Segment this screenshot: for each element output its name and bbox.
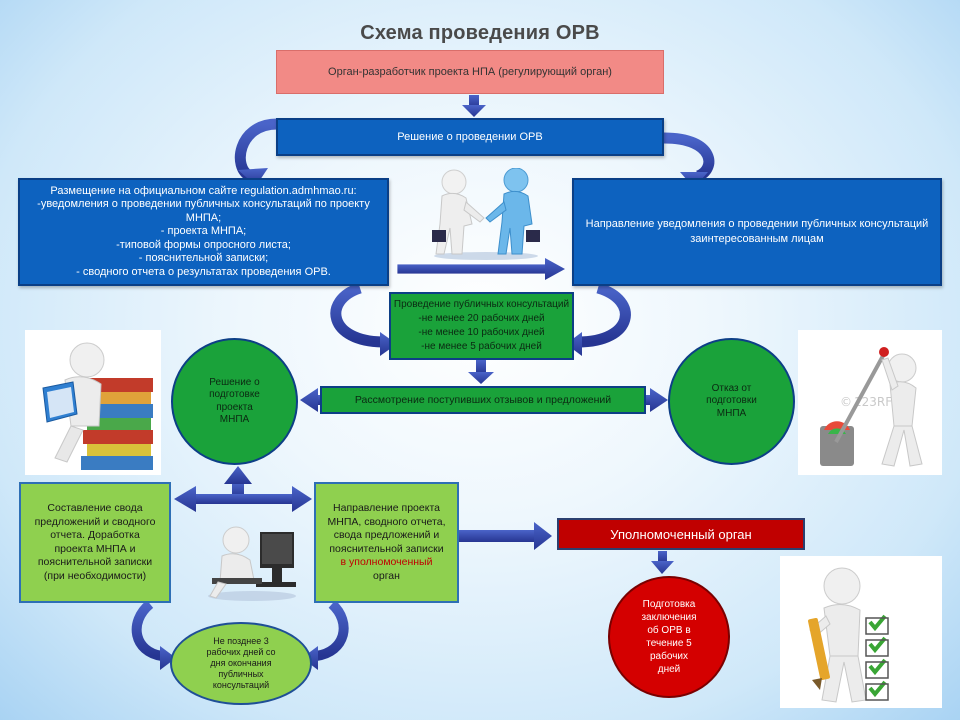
- placement-line: - проекта МНПА;: [160, 225, 247, 238]
- summary-line: пояснительной записки: [37, 556, 153, 568]
- send-line: Направление проекта: [333, 502, 440, 514]
- consultations-line: Проведение публичных консультаций: [393, 299, 570, 310]
- decision-box: Решение о проведении ОРВ: [276, 118, 664, 156]
- placement-line: - сводного отчета о результатах проведен…: [76, 265, 331, 278]
- curve-arrow-right-top: [663, 132, 715, 182]
- summary-line: Составление свода: [47, 502, 143, 514]
- computer-figure-image: [200, 516, 300, 602]
- curve-arrow-left-bottom: [131, 600, 164, 661]
- arrow-right-review: [646, 388, 668, 412]
- consultations-line: -не менее 20 рабочих дней: [418, 313, 545, 324]
- summary-line: (при необходимости): [43, 569, 147, 582]
- placement-line: - пояснительной записки;: [138, 252, 269, 265]
- send-line: свода предложений и: [333, 529, 440, 541]
- placement-line: -уведомления о проведении публичных конс…: [37, 198, 370, 224]
- authorized-box: Уполномоченный орган: [557, 518, 805, 550]
- arrow-down-authorized: [651, 551, 674, 574]
- refuse-line: МНПА: [716, 407, 747, 419]
- arrow-down-1: [462, 95, 486, 117]
- page-title: Схема проведения ОРВ: [360, 22, 600, 44]
- double-arrow-green-boxes: [174, 486, 312, 512]
- send-box: Направление проекта МНПА, сводного отчет…: [314, 482, 459, 603]
- watermark-label: 123RF: [854, 395, 892, 409]
- developer-box: Орган-разработчик проекта НПА (регулирую…: [276, 50, 664, 94]
- prepare-line: Решение о: [209, 376, 260, 388]
- send-line: пояснительной записки: [329, 542, 444, 555]
- prepare-line: подготовке: [209, 389, 260, 400]
- notification-box: Направление уведомления о проведении пуб…: [572, 178, 942, 286]
- arrow-right-authorized: [459, 522, 552, 550]
- conclusion-line: Подготовка: [642, 599, 696, 610]
- checklist-figure-image: [780, 556, 942, 708]
- conclusion-line: об ОРВ в: [647, 625, 691, 636]
- summary-line: проекта МНПА и: [54, 542, 136, 555]
- arrow-right-mid: [396, 258, 565, 280]
- summary-box: Составление свода предложений и сводного…: [19, 482, 171, 603]
- summary-line: предложений и сводного: [34, 515, 156, 528]
- curve-arrow-left-consult: [330, 282, 385, 348]
- conclusion-line: рабочих: [650, 651, 688, 662]
- deadline-line: дня окончания: [210, 658, 272, 668]
- handshake-figures-image: [426, 167, 546, 260]
- deadline-line: консультаций: [212, 680, 270, 690]
- arrow-down-2: [468, 360, 494, 384]
- deadline-line: публичных: [218, 669, 264, 679]
- prepare-circle: Решение о подготовке проекта МНПА: [171, 338, 298, 465]
- reading-figure-image: [25, 330, 161, 475]
- consultations-line: -не менее 5 рабочих дней: [421, 341, 542, 352]
- placement-line: Размещение на официальном сайте regulati…: [50, 184, 357, 197]
- curve-arrow-right-consult: [577, 282, 631, 348]
- refuse-line: Отказ от: [711, 382, 752, 394]
- conclusion-line: заключения: [641, 612, 697, 623]
- send-line: МНПА, сводного отчета,: [327, 515, 446, 528]
- consultations-line: -не менее 10 рабочих дней: [418, 327, 545, 338]
- lever-figure-image: © 123RF: [798, 330, 942, 475]
- curve-arrow-left-top: [234, 118, 278, 182]
- prepare-line: проекта: [216, 401, 253, 413]
- deadline-line: Не позднее 3: [213, 636, 269, 646]
- conclusion-circle: Подготовка заключения об ОРВ в течение 5…: [608, 576, 730, 698]
- watermark-text: ©: [840, 395, 852, 409]
- placement-box: Размещение на официальном сайте regulati…: [18, 178, 389, 286]
- deadline-line: рабочих дней со: [206, 647, 276, 657]
- send-line: орган: [373, 569, 400, 582]
- summary-line: отчета. Доработка: [50, 529, 140, 541]
- consultations-box: Проведение публичных консультаций -не ме…: [389, 292, 574, 360]
- refuse-circle: Отказ от подготовки МНПА: [668, 338, 795, 465]
- conclusion-line: дней: [657, 664, 681, 675]
- refuse-line: подготовки: [706, 395, 757, 407]
- prepare-line: МНПА: [219, 414, 250, 425]
- review-box: Рассмотрение поступивших отзывов и предл…: [320, 386, 646, 414]
- placement-line: -типовой формы опросного листа;: [116, 238, 291, 251]
- conclusion-line: течение 5: [646, 638, 692, 649]
- send-line-highlight: в уполномоченный: [340, 556, 433, 568]
- arrow-up-circle: [224, 466, 252, 498]
- curve-arrow-right-bottom: [314, 600, 349, 661]
- deadline-circle: Не позднее 3 рабочих дней со дня окончан…: [170, 622, 312, 705]
